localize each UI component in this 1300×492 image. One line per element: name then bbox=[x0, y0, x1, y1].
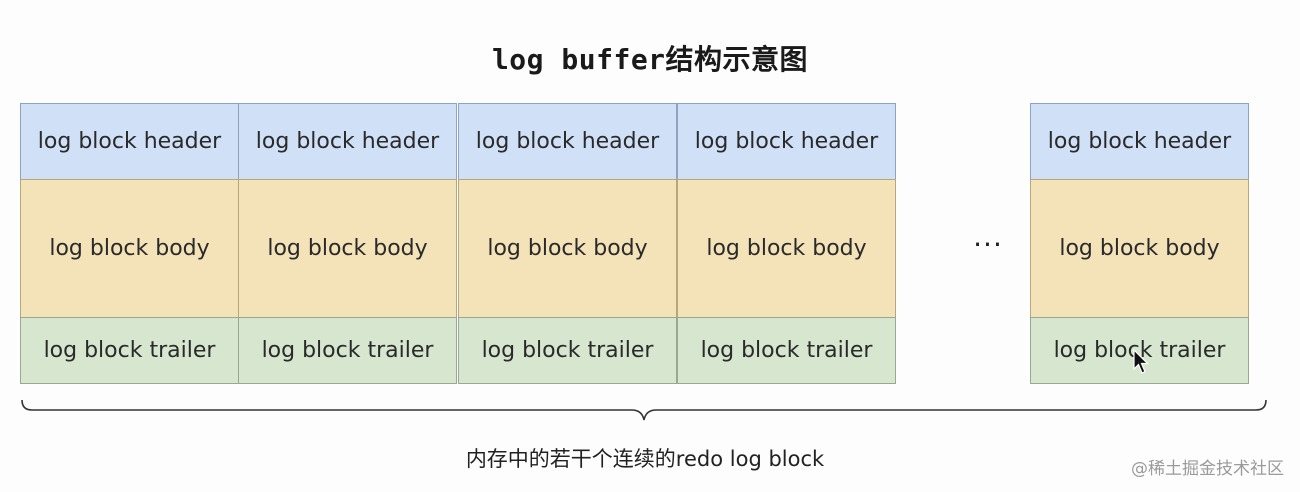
log-block-trailer: log block trailer bbox=[677, 317, 896, 384]
log-block-body: log block body bbox=[458, 179, 677, 318]
log-block-trailer: log block trailer bbox=[20, 317, 239, 384]
log-block-header: log block header bbox=[20, 103, 239, 180]
log-block-body: log block body bbox=[677, 179, 896, 318]
diagram-title: log buffer结构示意图 bbox=[491, 43, 809, 76]
log-block-2: log block header log block body log bloc… bbox=[238, 103, 457, 384]
curly-brace bbox=[21, 399, 1267, 421]
log-block-body: log block body bbox=[1030, 179, 1249, 318]
log-block-body: log block body bbox=[238, 179, 457, 318]
log-block-4: log block header log block body log bloc… bbox=[677, 103, 896, 384]
log-block-header: log block header bbox=[677, 103, 896, 180]
watermark: @稀土掘金技术社区 bbox=[1131, 459, 1284, 479]
log-block-trailer: log block trailer bbox=[238, 317, 457, 384]
ellipsis: ··· bbox=[973, 228, 1003, 261]
log-block-body: log block body bbox=[20, 179, 239, 318]
mouse-cursor-icon bbox=[1133, 349, 1149, 374]
log-block-3: log block header log block body log bloc… bbox=[458, 103, 677, 384]
log-block-header: log block header bbox=[458, 103, 677, 180]
log-block-header: log block header bbox=[238, 103, 457, 180]
log-block-trailer: log block trailer bbox=[458, 317, 677, 384]
log-block-header: log block header bbox=[1030, 103, 1249, 180]
log-block-1: log block header log block body log bloc… bbox=[20, 103, 239, 384]
caption: 内存中的若干个连续的redo log block bbox=[465, 447, 825, 471]
log-block-last: log block header log block body log bloc… bbox=[1030, 103, 1249, 384]
log-block-trailer: log block trailer bbox=[1030, 317, 1249, 384]
